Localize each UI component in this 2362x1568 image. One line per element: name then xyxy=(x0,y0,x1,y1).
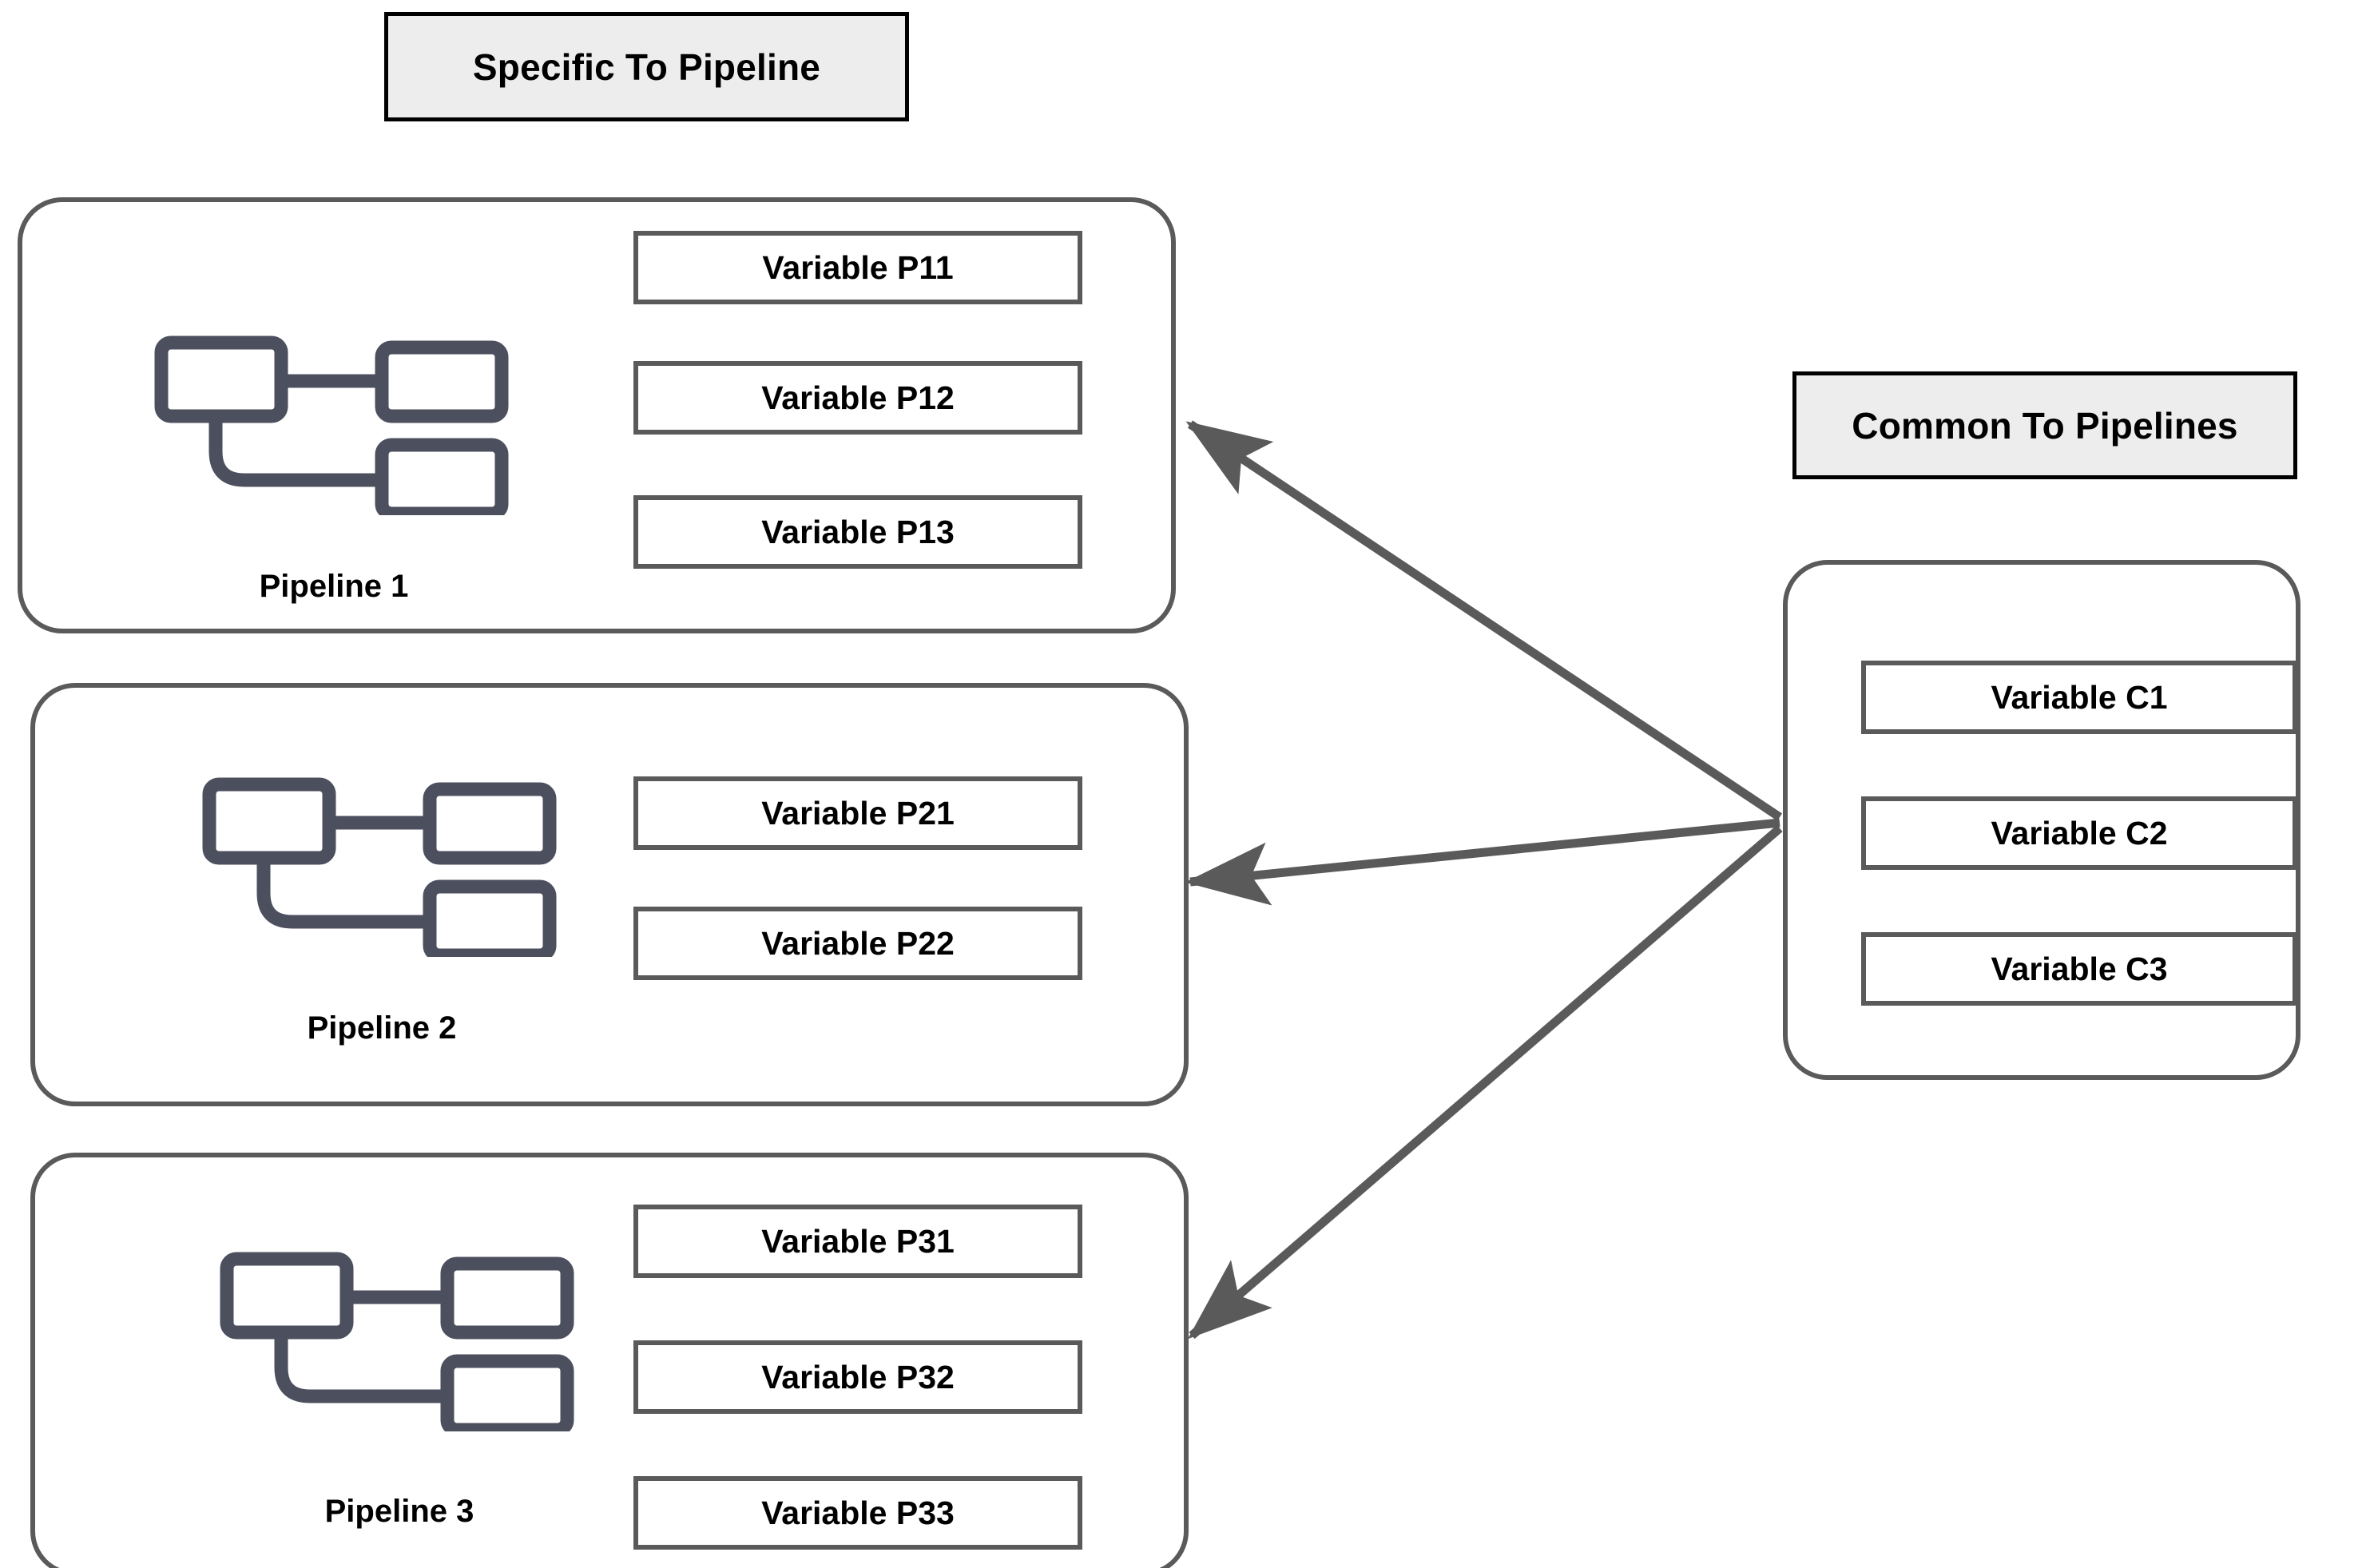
pipeline-flow-icon xyxy=(154,335,509,515)
arrow-common-to-pipeline-2 xyxy=(1185,818,1780,906)
variable-chip-c2[interactable]: Variable C2 xyxy=(1861,796,2297,870)
pipeline-flow-icon xyxy=(202,777,557,957)
pipeline-3-label: Pipeline 3 xyxy=(324,1494,474,1529)
variable-chip-p21[interactable]: Variable P21 xyxy=(633,776,1082,850)
arrow-common-to-pipeline-1 xyxy=(1185,420,1783,821)
variable-chip-p32[interactable]: Variable P32 xyxy=(633,1340,1082,1414)
pipeline-1-label: Pipeline 1 xyxy=(259,569,409,604)
header-specific-to-pipeline: Specific To Pipeline xyxy=(384,12,909,121)
variable-chip-p22[interactable]: Variable P22 xyxy=(633,907,1082,980)
pipeline-2-group[interactable] xyxy=(30,683,1189,1106)
variable-chip-p12[interactable]: Variable P12 xyxy=(633,361,1082,435)
variable-chip-p11[interactable]: Variable P11 xyxy=(633,231,1082,304)
pipeline-2-label: Pipeline 2 xyxy=(307,1010,457,1046)
pipeline-flow-icon xyxy=(220,1252,574,1431)
variable-chip-c1[interactable]: Variable C1 xyxy=(1861,661,2297,734)
variable-chip-p31[interactable]: Variable P31 xyxy=(633,1205,1082,1278)
variable-chip-p13[interactable]: Variable P13 xyxy=(633,495,1082,569)
arrow-common-to-pipeline-3 xyxy=(1188,824,1783,1340)
variable-chip-c3[interactable]: Variable C3 xyxy=(1861,932,2297,1006)
variable-chip-p33[interactable]: Variable P33 xyxy=(633,1476,1082,1550)
header-common-to-pipelines: Common To Pipelines xyxy=(1792,371,2297,479)
